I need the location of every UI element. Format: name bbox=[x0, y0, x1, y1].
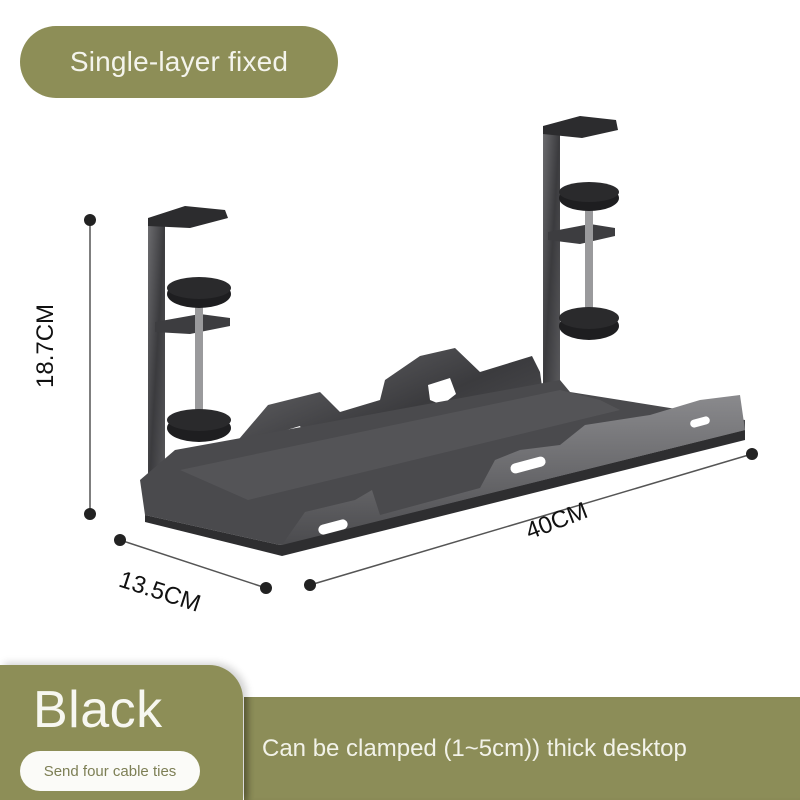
tray-front-wall bbox=[282, 395, 745, 545]
clamp-note: Can be clamped (1~5cm)) thick desktop bbox=[262, 734, 687, 762]
variant-label: Single-layer fixed bbox=[69, 46, 289, 77]
color-name: Black bbox=[33, 681, 163, 739]
clamp-note-banner: Can be clamped (1~5cm)) thick desktop bbox=[244, 697, 800, 800]
left-clamp bbox=[148, 206, 231, 505]
under-desk-cable-tray-icon bbox=[84, 116, 758, 594]
height-dimension-label: 18.7CM bbox=[32, 303, 59, 388]
right-clamp bbox=[543, 116, 619, 395]
gift-badge: Send four cable ties bbox=[20, 751, 200, 791]
dimension-endpoints bbox=[84, 214, 758, 594]
tray-base bbox=[140, 380, 745, 556]
gift-label: Send four cable ties bbox=[43, 762, 177, 780]
dimension-lines bbox=[89, 220, 753, 589]
variant-badge: Single-layer fixed bbox=[20, 26, 338, 98]
